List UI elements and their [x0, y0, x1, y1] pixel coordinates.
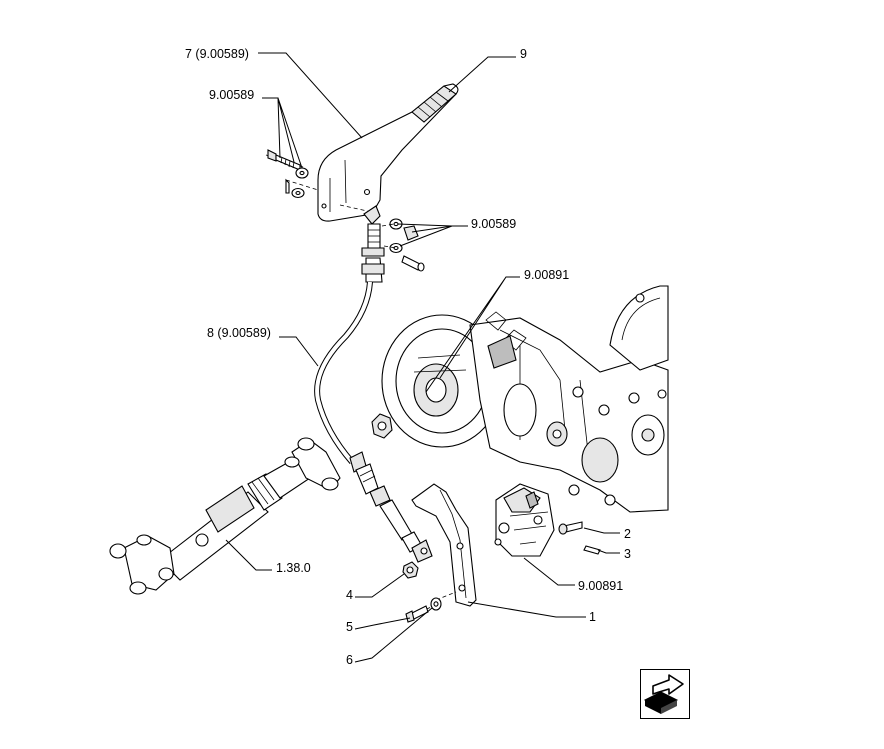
callout-cable: 8 (9.00589) — [207, 326, 271, 340]
callout-bolt-kit: 9.00589 — [209, 88, 254, 102]
brake-cable — [314, 281, 433, 563]
leader-lines — [225, 52, 620, 663]
brake-caliper — [494, 483, 555, 557]
callout-pin: 2 — [624, 527, 631, 541]
callout-hand-lever: 7 (9.00589) — [185, 47, 249, 61]
callout-nut: 4 — [346, 588, 353, 602]
fastener-set — [402, 561, 442, 623]
callout-pin-kit: 9.00589 — [471, 217, 516, 231]
callout-bracket: 1 — [589, 610, 596, 624]
pin-and-split-pin — [558, 521, 601, 555]
callout-screw: 5 — [346, 620, 353, 634]
callout-washer: 6 — [346, 653, 353, 667]
hand-brake-lever — [265, 83, 459, 222]
callout-grip: 9 — [520, 47, 527, 61]
next-page-button[interactable] — [640, 669, 690, 719]
callout-transmission: 9.00891 — [524, 268, 569, 282]
transmission-housing — [371, 285, 669, 513]
arrow-next-icon — [643, 674, 684, 714]
lever-bolt-set — [267, 149, 309, 199]
driveshaft — [109, 437, 341, 595]
callout-brake-caliper: 9.00891 — [578, 579, 623, 593]
cable-clevis-upper — [361, 205, 385, 283]
callout-split-pin: 3 — [624, 547, 631, 561]
callout-driveshaft: 1.38.0 — [276, 561, 311, 575]
